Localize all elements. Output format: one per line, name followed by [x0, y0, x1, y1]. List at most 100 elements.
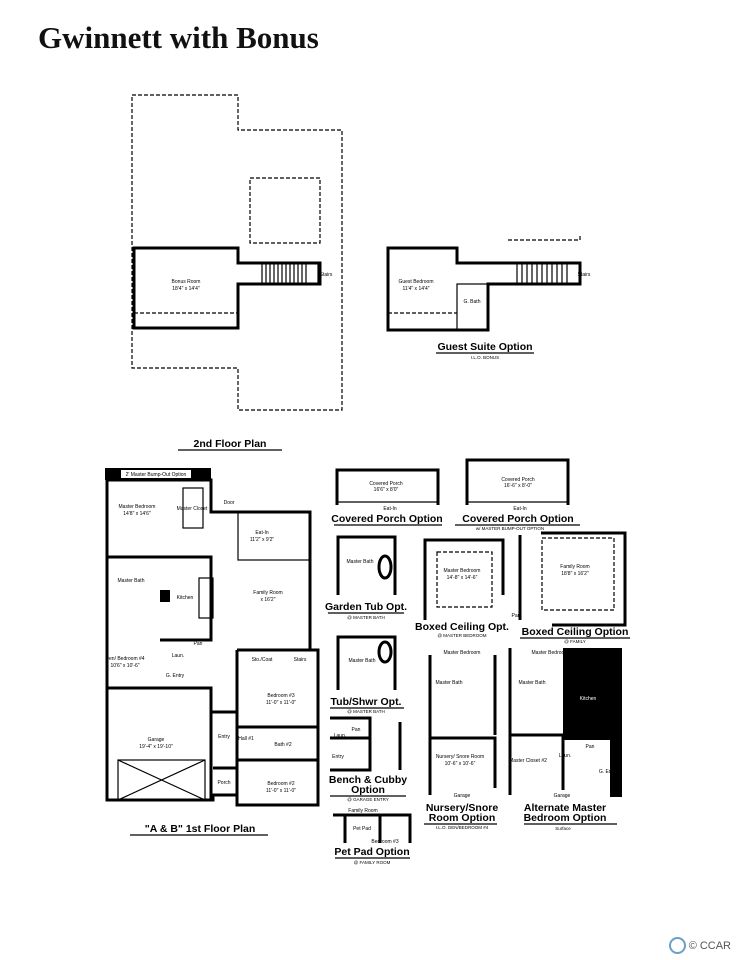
option-sub: Surface — [555, 826, 571, 831]
option-label: Pet Pad — [353, 826, 371, 832]
option-caption: Tub/Shwr Opt. — [331, 696, 402, 708]
first-floor-caption: "A & B" 1st Floor Plan — [145, 823, 256, 835]
bedroom2-dims: 11'-0" x 11'-0" — [266, 788, 296, 794]
option-caption: Nursery/Snore — [426, 802, 499, 814]
option-note: Eat-In — [513, 506, 527, 512]
option-caption: Covered Porch Option — [331, 513, 442, 525]
option-alternate-master: Master Bedroom Master Bath Kitchen Maste… — [508, 648, 622, 831]
option-label: Master Closet #2 — [509, 758, 547, 764]
pantry-label: Pan — [194, 641, 203, 647]
master-bedroom-label: Master Bedroom — [119, 504, 156, 510]
option-label: Laun. — [559, 753, 572, 759]
option-sub: @ FAMILY — [564, 639, 586, 644]
eat-in-dims: 11'2" x 9'2" — [250, 537, 274, 543]
den-dims: 10'6" x 10'-6" — [110, 663, 139, 669]
option-label: Pan — [586, 744, 595, 750]
option-nursery-snore: Master Bedroom Master Bath Nursery/ Snor… — [424, 650, 498, 830]
option-garden-tub: Master Bath Garden Tub Opt. @ MASTER BAT… — [325, 535, 407, 620]
option-room-dims: 18'8" x 16'2" — [561, 571, 589, 577]
storage-coat-label: Sto./Coat — [252, 657, 273, 663]
garage-entry-label: G. Entry — [166, 673, 185, 679]
option-tub-shower: Master Bath Tub/Shwr Opt. @ MASTER BATH — [330, 635, 404, 714]
porch-label: Porch — [217, 780, 230, 786]
option-room-label: Master Bedroom — [444, 568, 481, 574]
option-label: Garage — [454, 793, 471, 799]
option-sub: @ FAMILY ROOM — [354, 860, 391, 865]
bedroom3-label: Bedroom #3 — [267, 693, 294, 699]
option-pet-pad: Family Room Pet Pad Bedroom #3 Pet Pad O… — [333, 808, 412, 865]
second-floor-caption: 2nd Floor Plan — [194, 438, 267, 450]
hall-label: Hall #1 — [238, 736, 254, 742]
door-label: Door — [224, 500, 235, 506]
second-floor-plan: Bonus Room 18'4" x 14'4" Stairs 2nd Floo… — [131, 94, 343, 451]
entry-label: Entry — [218, 734, 230, 740]
stairs-label-1st: Stairs — [294, 657, 307, 663]
option-label: Pan — [352, 727, 361, 733]
garage-label: Garage — [148, 737, 165, 743]
master-closet-label: Master Closet — [177, 506, 208, 512]
option-covered-porch: Covered Porch 16'6" x 8'0" Eat-In Covere… — [331, 468, 443, 526]
option-bench-cubby: Pan Laun. Entry Bench & Cubby Option @ G… — [329, 716, 407, 802]
option-caption: Covered Porch Option — [462, 513, 573, 525]
option-label: Master Bedroom — [532, 650, 569, 656]
option-label: Family Room — [348, 808, 377, 814]
guest-stairs-label: Stairs — [578, 272, 591, 278]
option-caption: Garden Tub Opt. — [325, 601, 407, 613]
option-room-label: Master Bath — [349, 658, 376, 664]
bumpout-label: 2' Master Bump-Out Option — [126, 472, 187, 478]
option-label: Nursery/ Snore Room — [436, 754, 484, 760]
option-sub: w/ MASTER BUMP-OUT OPTION — [476, 526, 544, 531]
master-bath-label: Master Bath — [118, 578, 145, 584]
option-caption: Pet Pad Option — [334, 846, 409, 858]
option-caption: Alternate Master — [524, 802, 606, 814]
option-label: Entry — [332, 754, 344, 760]
guest-bedroom-label: Guest Bedroom — [398, 279, 433, 285]
option-label: Garage — [554, 793, 571, 799]
stairs-label: Stairs — [320, 272, 333, 278]
option-room-dims: 14'-8" x 14'-6" — [447, 575, 478, 581]
family-room-dims: x 16'2" — [261, 597, 276, 603]
option-label: 10'-6" x 10'-6" — [445, 761, 476, 767]
option-label: Laun. — [334, 733, 347, 739]
den-label: Den/ Bedroom #4 — [105, 656, 144, 662]
guest-suite-sub: I.L.O. BONUS — [471, 355, 499, 360]
ccar-logo-icon — [668, 937, 686, 954]
stairs-icon — [261, 262, 319, 285]
option-boxed-ceiling-master: Master Bedroom 14'-8" x 14'-6" Pan Boxed… — [415, 538, 521, 638]
option-label: G. Entry — [599, 769, 618, 775]
master-bedroom-dims: 14'8" x 14'6" — [123, 511, 151, 517]
option-note: Pan — [512, 613, 521, 619]
bedroom3-dims: 11'-0" x 11'-0" — [266, 700, 296, 706]
family-room-label: Family Room — [253, 590, 282, 596]
bonus-room-label: Bonus Room — [172, 279, 201, 285]
ccar-logo: ©CCAR — [668, 937, 731, 954]
option-caption: Option — [351, 784, 385, 796]
option-room-label: Covered Porch — [501, 477, 535, 483]
option-label: Master Bath — [436, 680, 463, 686]
option-label: Bedroom #3 — [371, 839, 398, 845]
option-caption: Boxed Ceiling Option — [522, 626, 629, 638]
guest-suite-caption: Guest Suite Option — [437, 341, 532, 353]
bath2-label: Bath #2 — [274, 742, 291, 748]
guest-suite-option: Guest Bedroom 11'4" x 14'4" G. Bath Stai… — [386, 234, 591, 360]
laundry-label: Laun. — [172, 653, 185, 659]
option-boxed-ceiling-family: Family Room 18'8" x 16'2" Boxed Ceiling … — [518, 531, 630, 644]
option-label: Kitchen — [580, 696, 597, 702]
option-label: Master Bedroom — [444, 650, 481, 656]
option-caption: Room Option — [429, 812, 496, 824]
bedroom2-label: Bedroom #2 — [267, 781, 294, 787]
kitchen-label: Kitchen — [177, 595, 194, 601]
guest-bedroom-dims: 11'4" x 14'4" — [402, 286, 429, 292]
option-room-label: Family Room — [560, 564, 589, 570]
option-caption: Bedroom Option — [524, 812, 607, 824]
option-sub: I.L.O. DEN/BEDROOM #4 — [436, 825, 489, 830]
option-label: Master Bath — [519, 680, 546, 686]
garage-dims: 19'-4" x 19'-10" — [139, 744, 173, 750]
option-covered-porch-bumpout: Covered Porch 16'-6" x 8'-0" Eat-In Cove… — [455, 458, 580, 531]
first-floor-plan: 2' Master Bump-Out Option Master Bedroom… — [105, 468, 320, 836]
eat-in-label: Eat-In — [255, 530, 269, 536]
option-caption: Bench & Cubby — [329, 774, 407, 786]
ccar-logo-text: CCAR — [699, 939, 731, 952]
option-room-dims: 16'-6" x 8'-0" — [504, 483, 532, 489]
